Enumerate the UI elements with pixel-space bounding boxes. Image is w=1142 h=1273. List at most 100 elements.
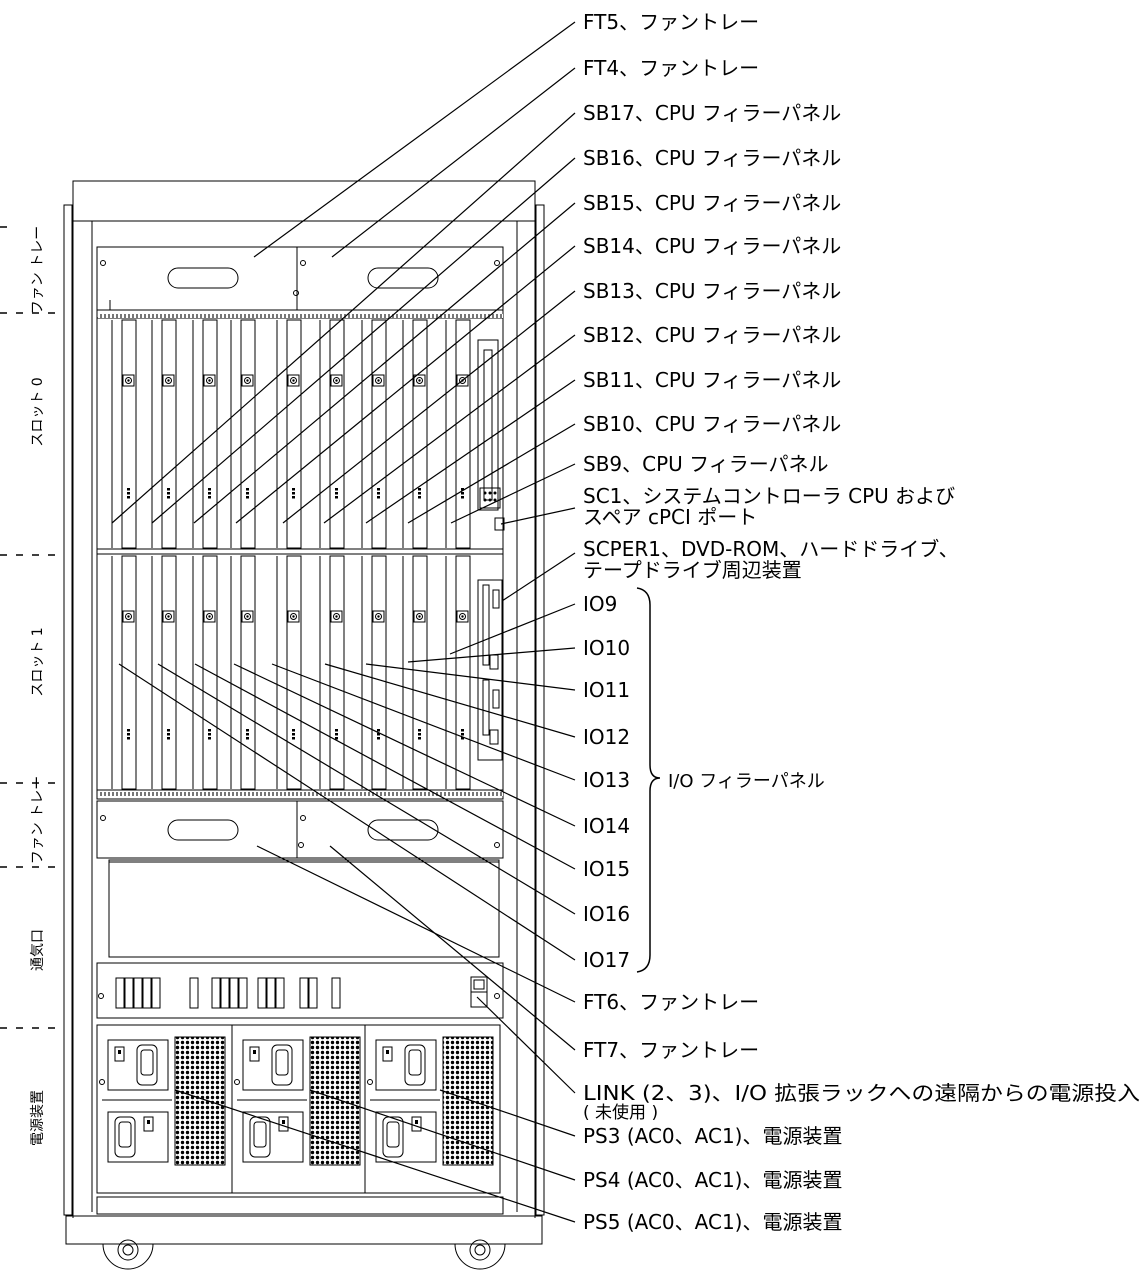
callout-sb16: SB16、CPU フィラーパネル bbox=[583, 146, 841, 170]
vent-slot bbox=[211, 977, 221, 1009]
vent-slot bbox=[266, 977, 276, 1009]
power-switch bbox=[136, 1044, 158, 1086]
filler-panel bbox=[230, 555, 256, 790]
filler-panel bbox=[445, 319, 471, 549]
filler-panel bbox=[319, 319, 345, 549]
callout-sb10: SB10、CPU フィラーパネル bbox=[583, 412, 841, 436]
power-supply-unit bbox=[96, 1024, 233, 1194]
filler-panel bbox=[151, 555, 177, 790]
vent-slot bbox=[124, 977, 134, 1009]
vent-slot bbox=[238, 977, 248, 1009]
fan-tray-bottom bbox=[96, 800, 504, 859]
power-supply-unit bbox=[231, 1024, 368, 1194]
section-labels: ファン トレー スロット 0 スロット 1 ファン トレー 通気口 電源装置 bbox=[30, 226, 46, 1146]
vent-slot bbox=[142, 977, 152, 1009]
label-slot0: スロット 0 bbox=[30, 377, 46, 446]
label-fan-tray-top: ファン トレー bbox=[30, 226, 46, 314]
board-slots bbox=[111, 319, 471, 790]
callout-sb17: SB17、CPU フィラーパネル bbox=[583, 101, 841, 125]
power-switch bbox=[114, 1116, 136, 1158]
fan-grill bbox=[174, 1036, 226, 1166]
board-chassis bbox=[96, 309, 504, 800]
filler-panel bbox=[445, 555, 471, 790]
filler-panel bbox=[230, 319, 256, 549]
leader-lines bbox=[111, 21, 576, 1223]
vent-slot bbox=[115, 977, 125, 1009]
callout-ft4: FT4、ファントレー bbox=[583, 56, 759, 80]
ac-outlet bbox=[375, 1111, 437, 1163]
callout-sb13: SB13、CPU フィラーパネル bbox=[583, 279, 841, 303]
callout-ps4: PS4 (AC0、AC1)、電源装置 bbox=[583, 1168, 842, 1192]
filler-panel bbox=[361, 319, 387, 549]
filler-panel bbox=[192, 319, 218, 549]
callout-ft5: FT5、ファントレー bbox=[583, 10, 759, 34]
callout-scper1-line2: テープドライブ周辺装置 bbox=[583, 558, 802, 582]
label-fan-tray-bottom: ファン トレー bbox=[30, 776, 46, 864]
callout-ft6: FT6、ファントレー bbox=[583, 990, 759, 1014]
air-vent bbox=[108, 859, 500, 958]
power-switch bbox=[382, 1116, 404, 1158]
label-air-vent: 通気口 bbox=[30, 929, 46, 971]
filler-panel bbox=[192, 555, 218, 790]
callout-link-line1: LINK (2、3)、I/O 拡張ラックへの遠隔からの電源投入 bbox=[583, 1081, 1140, 1105]
callout-io11: IO11 bbox=[583, 678, 630, 702]
callout-sb14: SB14、CPU フィラーパネル bbox=[583, 234, 841, 258]
vent-slot bbox=[229, 977, 239, 1009]
vent-slot bbox=[331, 977, 341, 1009]
label-slot1: スロット 1 bbox=[30, 627, 46, 696]
filler-panel bbox=[319, 555, 345, 790]
power-switch bbox=[271, 1044, 293, 1086]
vent-slot bbox=[220, 977, 230, 1009]
power-switch bbox=[249, 1116, 271, 1158]
callout-sc1-line2: スペア cPCI ポート bbox=[583, 505, 757, 529]
section-dividers bbox=[0, 226, 62, 1029]
cabinet-frame bbox=[63, 180, 545, 1245]
callout-ft7: FT7、ファントレー bbox=[583, 1038, 759, 1062]
filler-panel bbox=[111, 319, 137, 549]
callout-sb9: SB9、CPU フィラーパネル bbox=[583, 452, 829, 476]
callout-labels: FT5、ファントレー FT4、ファントレー SB17、CPU フィラーパネル S… bbox=[583, 10, 1140, 1234]
filler-panel bbox=[402, 555, 428, 790]
callout-io-filler: I/O フィラーパネル bbox=[668, 771, 825, 792]
filler-panel bbox=[151, 319, 177, 549]
vent-slot bbox=[151, 977, 161, 1009]
vent-slot bbox=[257, 977, 267, 1009]
casters bbox=[102, 1239, 506, 1270]
callout-sb15: SB15、CPU フィラーパネル bbox=[583, 191, 841, 215]
vent-slot bbox=[308, 977, 318, 1009]
filler-panel bbox=[111, 555, 137, 790]
callout-scper1-line1: SCPER1、DVD-ROM、ハードドライブ、 bbox=[583, 537, 959, 561]
ac-outlet bbox=[107, 1111, 169, 1163]
filler-panel bbox=[276, 555, 302, 790]
label-power: 電源装置 bbox=[30, 1090, 46, 1146]
callout-io16: IO16 bbox=[583, 902, 630, 926]
filler-panel bbox=[276, 319, 302, 549]
callout-io9: IO9 bbox=[583, 592, 617, 616]
filler-panel bbox=[361, 555, 387, 790]
io-brace bbox=[636, 587, 661, 973]
callout-ps5: PS5 (AC0、AC1)、電源装置 bbox=[583, 1210, 842, 1234]
fan-tray-top bbox=[96, 246, 504, 311]
power-bottom-bar bbox=[96, 1196, 504, 1215]
callout-sb12: SB12、CPU フィラーパネル bbox=[583, 323, 841, 347]
fan-grill bbox=[442, 1036, 494, 1166]
callout-io14: IO14 bbox=[583, 814, 630, 838]
ac-outlet bbox=[107, 1039, 169, 1091]
vent-slot bbox=[299, 977, 309, 1009]
callout-sb11: SB11、CPU フィラーパネル bbox=[583, 368, 841, 392]
callout-io17: IO17 bbox=[583, 948, 630, 972]
filler-panel bbox=[402, 319, 428, 549]
power-switch bbox=[404, 1044, 426, 1086]
vent-slot bbox=[275, 977, 285, 1009]
ac-outlet bbox=[242, 1039, 304, 1091]
callout-io12: IO12 bbox=[583, 725, 630, 749]
callout-link-line2: ( 未使用 ) bbox=[583, 1102, 658, 1123]
callout-sc1-line1: SC1、システムコントローラ CPU および bbox=[583, 484, 955, 508]
ac-outlet bbox=[375, 1039, 437, 1091]
fan-grill bbox=[309, 1036, 361, 1166]
callout-io15: IO15 bbox=[583, 857, 630, 881]
power-supply-unit bbox=[364, 1024, 501, 1194]
connector-panel bbox=[96, 962, 504, 1019]
callout-io10: IO10 bbox=[583, 636, 630, 660]
